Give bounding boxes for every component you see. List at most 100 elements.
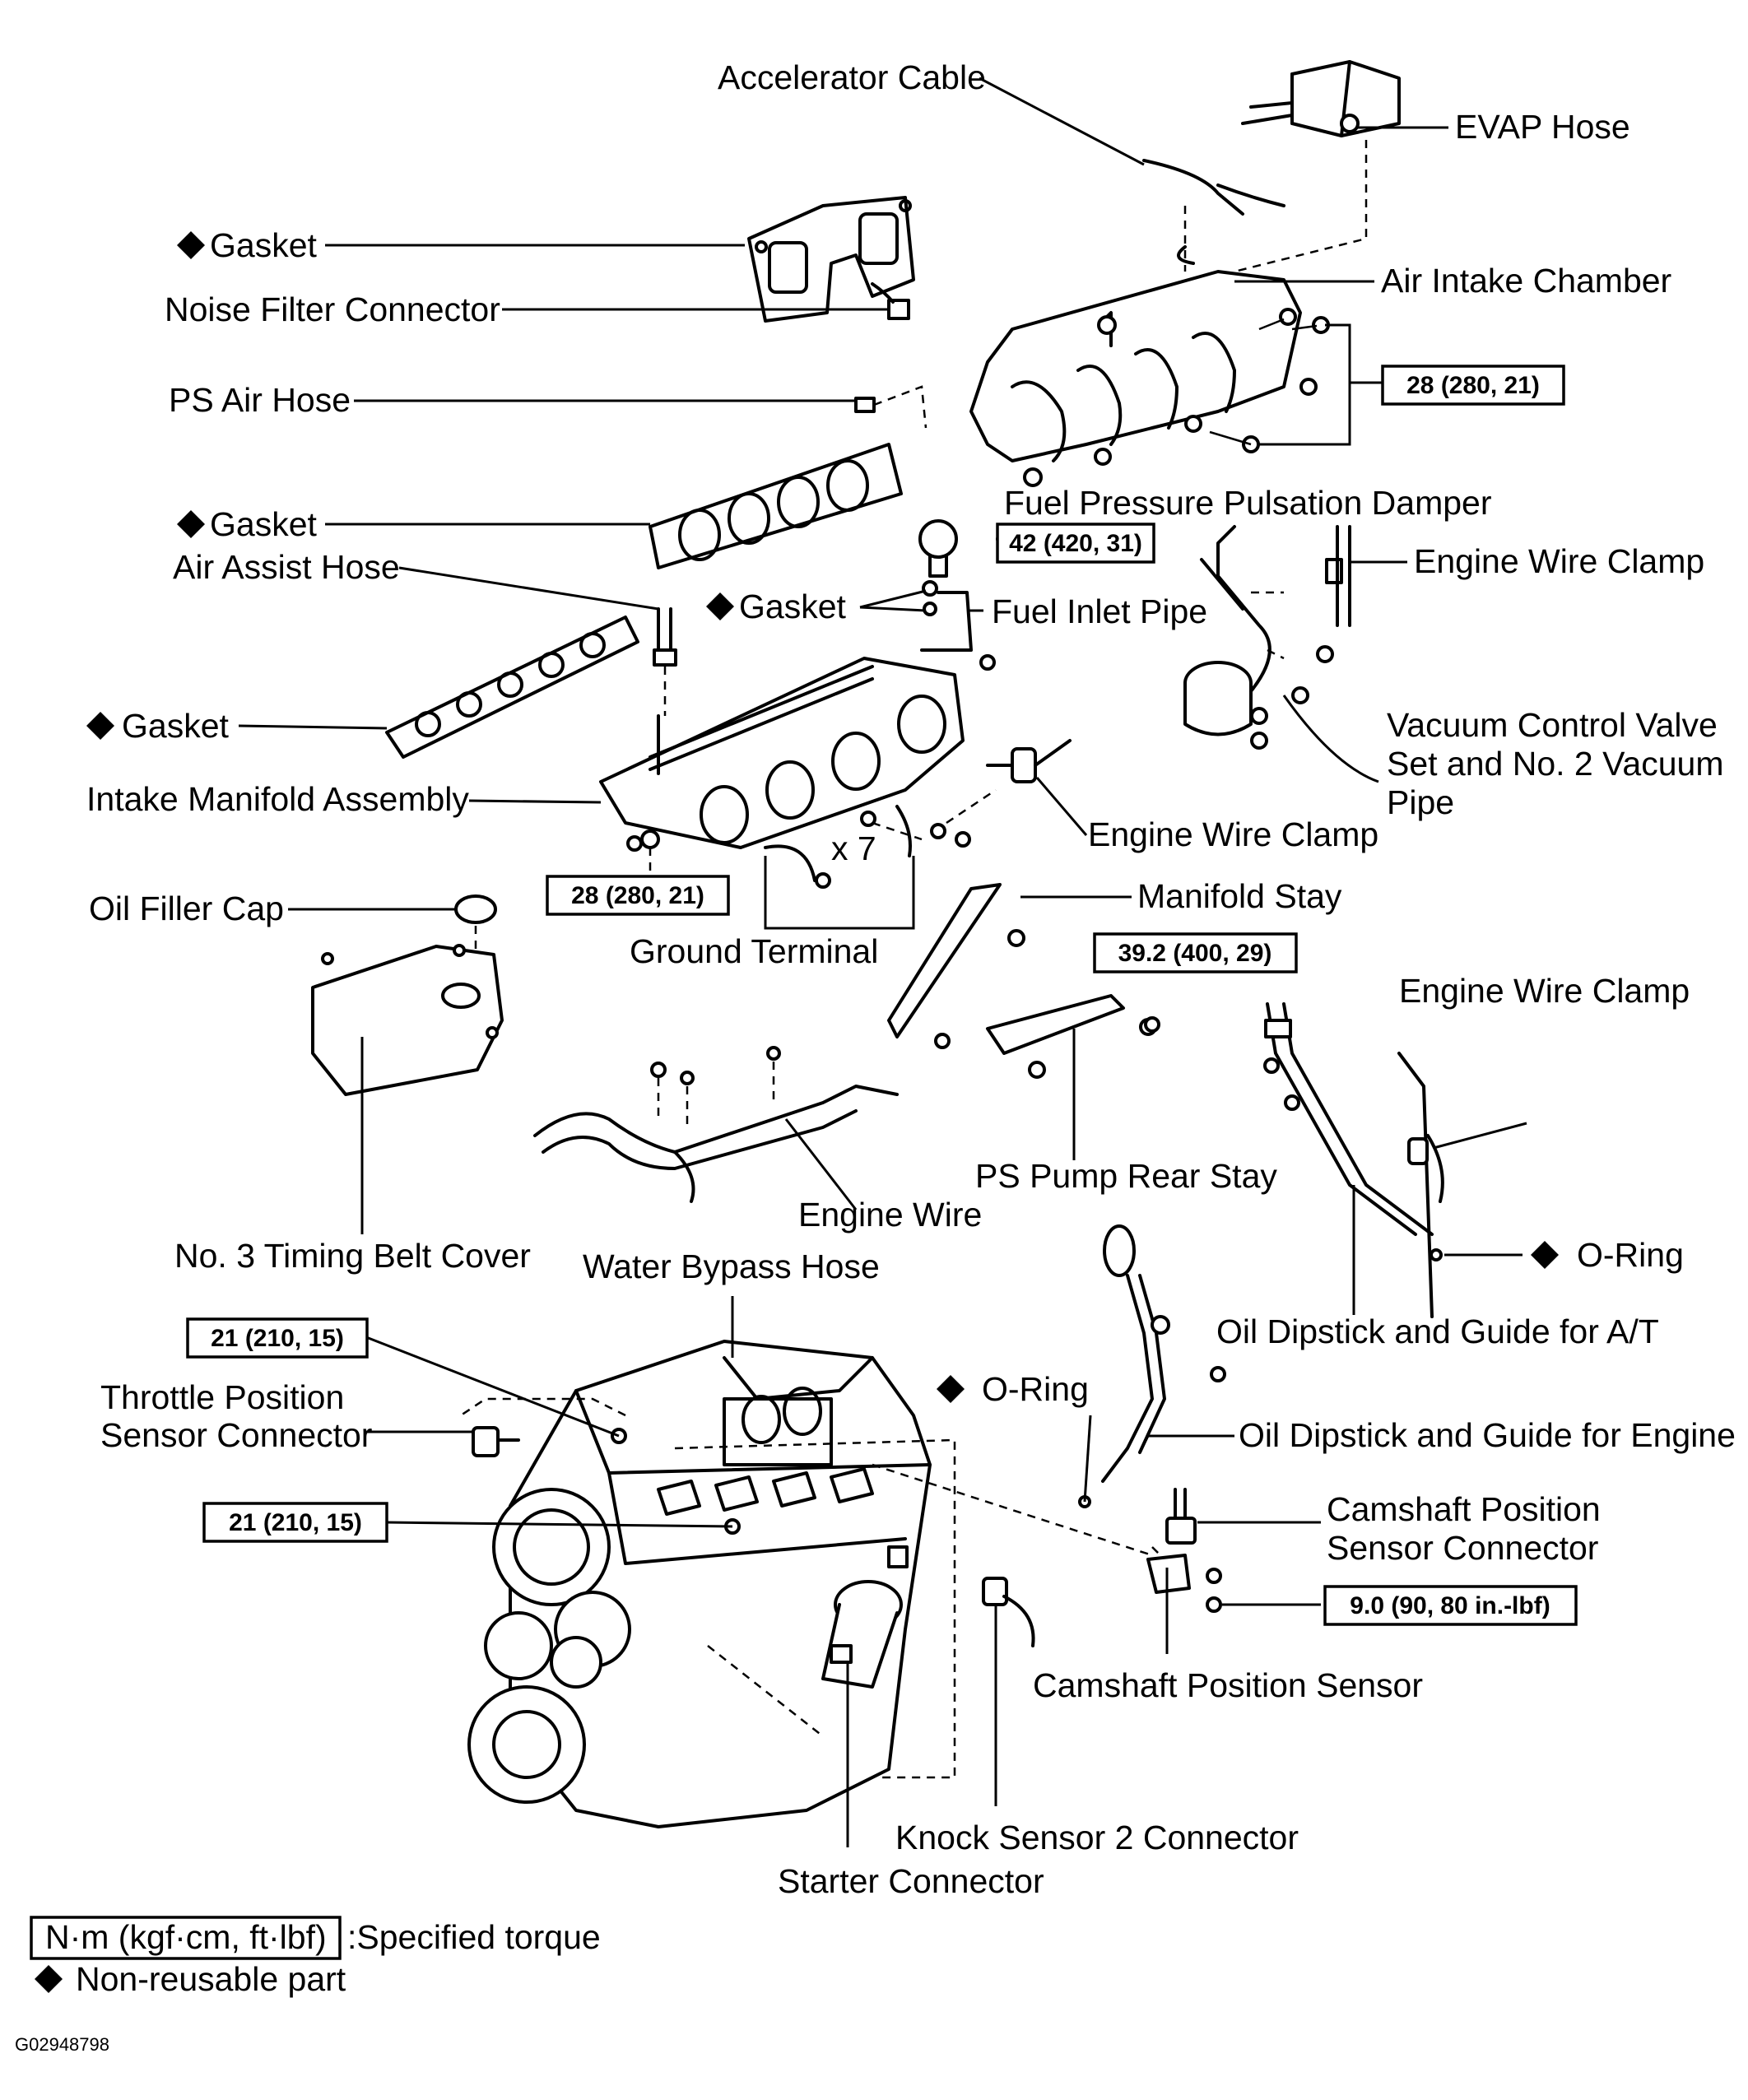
torque-box-9: [1323, 1585, 1578, 1626]
diamond-icon: [706, 592, 734, 620]
diamond-icon: [177, 231, 205, 259]
fuel-inlet-pipe-part: [920, 591, 996, 671]
torque-box-28-a: [1381, 365, 1565, 406]
label-engine-wire-clamp-right: Engine Wire Clamp: [1399, 972, 1690, 1010]
camshaft-position-sensor-part: [1146, 1488, 1222, 1613]
diamond-icon: [177, 510, 205, 538]
label-o-ring-right: O-Ring: [1531, 1236, 1684, 1274]
label-throttle-position-2: Sensor Connector: [100, 1416, 372, 1454]
label-gasket-middle: Gasket: [177, 505, 317, 543]
legend-torque-unit: N·m (kgf·cm, ft·lbf): [45, 1918, 327, 1956]
label-o-ring-center-text: O-Ring: [982, 1370, 1089, 1408]
label-gasket-upper-text: Gasket: [210, 226, 317, 264]
label-noise-filter-connector: Noise Filter Connector: [165, 290, 500, 328]
label-vacuum-control-valve-1: Vacuum Control Valve: [1387, 706, 1718, 744]
torque-21-a: 21 (210, 15): [211, 1325, 344, 1352]
torque-28-b: 28 (280, 21): [571, 882, 704, 909]
air-intake-chamber-part: [969, 206, 1302, 487]
noise-filter-connector-part: [871, 282, 910, 320]
label-vacuum-control-valve-3: Pipe: [1387, 783, 1454, 821]
engine-wire-clamp-right-part: [1407, 1134, 1444, 1203]
torque-box-21-a: [186, 1317, 369, 1359]
lower-gasket-part: [385, 616, 639, 759]
throttle-position-sensor-connector-part: [472, 1426, 520, 1457]
torque-box-28-b: [546, 875, 730, 916]
no3-timing-belt-cover-part: [311, 944, 504, 1096]
label-knock-sensor-2-connector: Knock Sensor 2 Connector: [895, 1819, 1299, 1856]
ground-terminal-part: [764, 805, 912, 889]
manifold-bolts-x7: [860, 811, 923, 841]
label-evap-hose: EVAP Hose: [1455, 108, 1630, 146]
label-gasket-fuel: Gasket: [706, 588, 846, 625]
torque-box-42: [996, 523, 1155, 564]
torque-9: 9.0 (90, 80 in.-lbf): [1350, 1592, 1550, 1619]
label-camshaft-connector-2: Sensor Connector: [1327, 1529, 1598, 1567]
engine-block-part: [460, 1308, 1153, 1828]
label-gasket-lower-text: Gasket: [122, 707, 229, 745]
legend-non-reusable: Non-reusable part: [76, 1960, 346, 1998]
label-gasket-lower: Gasket: [86, 707, 229, 745]
torque-42: 42 (420, 31): [1009, 530, 1142, 557]
label-ground-terminal: Ground Terminal: [630, 932, 878, 970]
label-no3-timing-belt-cover: No. 3 Timing Belt Cover: [174, 1237, 531, 1275]
diamond-icon: [35, 1965, 63, 1993]
label-x7: x 7: [831, 829, 876, 867]
label-oil-dipstick-engine: Oil Dipstick and Guide for Engine: [1239, 1416, 1736, 1454]
vacuum-control-valve-part: [1183, 525, 1334, 750]
diamond-icon: [86, 712, 114, 740]
label-air-intake-chamber: Air Intake Chamber: [1381, 262, 1671, 300]
label-intake-manifold-assembly: Intake Manifold Assembly: [86, 780, 469, 818]
diamond-icon: [1531, 1241, 1559, 1269]
label-gasket-middle-text: Gasket: [210, 505, 317, 543]
label-o-ring-center: O-Ring: [937, 1370, 1089, 1408]
label-o-ring-right-text: O-Ring: [1577, 1236, 1684, 1274]
label-gasket-upper: Gasket: [177, 226, 317, 264]
label-vacuum-control-valve-2: Set and No. 2 Vacuum: [1387, 745, 1723, 783]
leader-lines: [238, 77, 1527, 1847]
torque-box-39: [1093, 932, 1298, 973]
label-oil-dipstick-at: Oil Dipstick and Guide for A/T: [1216, 1312, 1659, 1350]
label-starter-connector: Starter Connector: [778, 1862, 1044, 1900]
legend: N·m (kgf·cm, ft·lbf) :Specified torque N…: [30, 1916, 601, 1998]
label-gasket-fuel-text: Gasket: [739, 588, 846, 625]
label-accelerator-cable: Accelerator Cable: [718, 58, 986, 96]
ps-pump-rear-stay-part: [986, 994, 1157, 1079]
fuel-pressure-pulsation-damper-part: [918, 519, 958, 616]
oil-dipstick-at-part: [1263, 1002, 1443, 1318]
engine-wire-clamp-upper-part: [1325, 525, 1351, 627]
figure-code: G02948798: [15, 2034, 109, 2055]
accelerator-cable-part: [1142, 159, 1285, 216]
oil-dipstick-engine-part: [1078, 1224, 1226, 1508]
label-fuel-pressure-pulsation-damper: Fuel Pressure Pulsation Damper: [1004, 484, 1491, 522]
torque-box-21-b: [202, 1502, 388, 1543]
label-engine-wire: Engine Wire: [798, 1196, 982, 1234]
bolt: [1144, 1016, 1160, 1033]
bolt: [626, 835, 643, 852]
torque-28-a: 28 (280, 21): [1406, 372, 1540, 399]
label-ps-air-hose: PS Air Hose: [169, 381, 351, 419]
engine-wire-part: [533, 1046, 899, 1203]
torque-21-b: 21 (210, 15): [229, 1509, 362, 1536]
label-fuel-inlet-pipe: Fuel Inlet Pipe: [992, 592, 1207, 630]
intake-chamber-bolts: [1094, 308, 1330, 466]
evap-hose-part: [1234, 60, 1401, 273]
knock-sensor-2-connector-part: [982, 1577, 1035, 1647]
label-camshaft-position-sensor: Camshaft Position Sensor: [1033, 1666, 1423, 1704]
engine-wire-clamp-middle-part: [930, 739, 1072, 848]
label-water-bypass-hose: Water Bypass Hose: [583, 1247, 880, 1285]
label-engine-wire-clamp-upper: Engine Wire Clamp: [1414, 542, 1704, 580]
intake-manifold-assembly-part: [599, 657, 965, 894]
middle-gasket-part: [649, 443, 903, 569]
ps-air-hose-part: [854, 385, 927, 429]
legend-torque-box: [30, 1916, 342, 1960]
label-air-assist-hose: Air Assist Hose: [173, 548, 400, 586]
label-manifold-stay: Manifold Stay: [1137, 877, 1342, 915]
label-engine-wire-clamp-middle: Engine Wire Clamp: [1088, 815, 1378, 853]
manifold-stay-part: [887, 883, 1025, 1049]
label-throttle-position-1: Throttle Position: [100, 1378, 344, 1416]
torque-39: 39.2 (400, 29): [1118, 940, 1272, 967]
legend-torque-desc: :Specified torque: [347, 1918, 601, 1956]
label-oil-filler-cap: Oil Filler Cap: [89, 890, 284, 927]
label-camshaft-connector-1: Camshaft Position: [1327, 1490, 1601, 1528]
